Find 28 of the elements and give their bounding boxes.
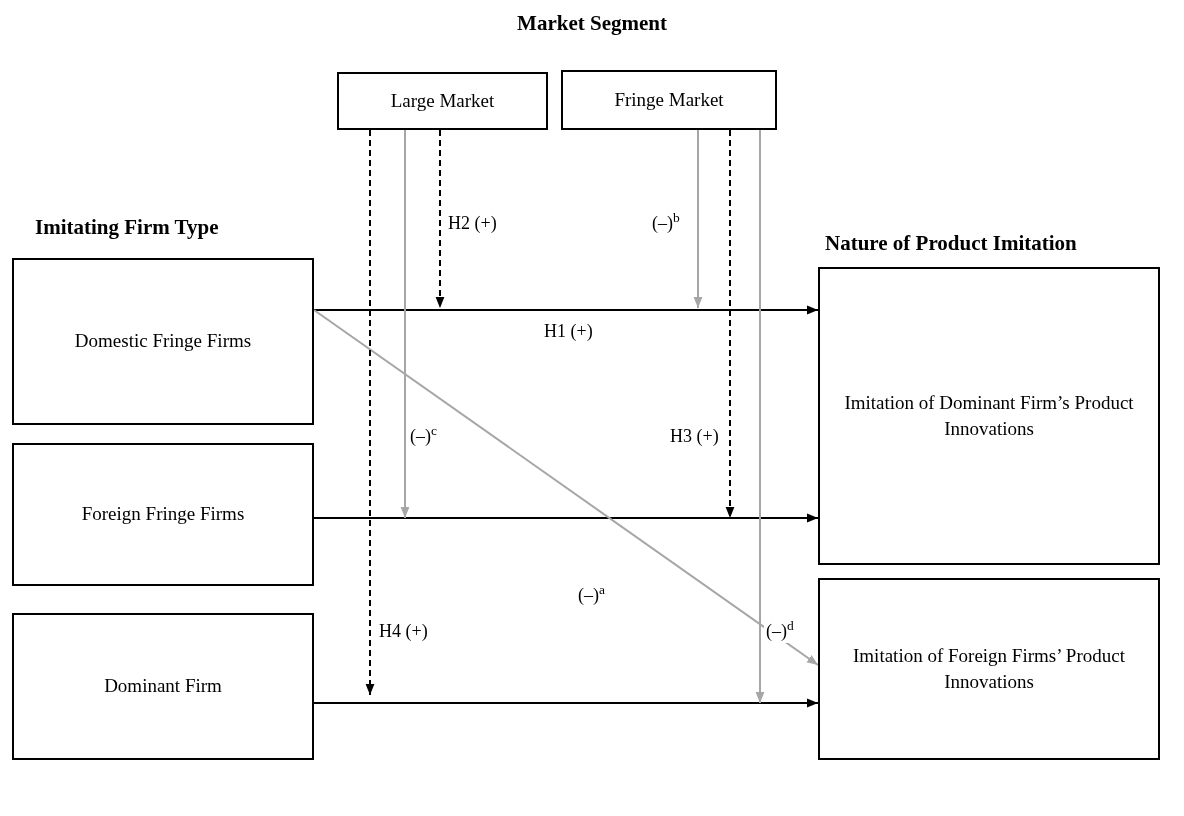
arrow <box>313 309 819 666</box>
arrow <box>313 305 819 315</box>
text-box: Large Market <box>337 72 548 130</box>
edge-label: H2 (+) <box>446 212 499 235</box>
text-box: Imitation of Foreign Firms’ Product Innovations <box>818 578 1160 760</box>
text-box: Domestic Fringe Firms <box>12 258 314 425</box>
arrow <box>365 129 375 696</box>
arrow <box>313 513 819 523</box>
text-box: Foreign Fringe Firms <box>12 443 314 586</box>
arrow <box>313 698 819 708</box>
text-box: Dominant Firm <box>12 613 314 760</box>
arrow <box>725 129 735 519</box>
edge-label: (–)$^{d}$ <box>764 620 796 643</box>
edge-label: (–)$^{c}$ <box>408 425 439 448</box>
text-box: Fringe Market <box>561 70 777 130</box>
edge-label: H4 (+) <box>377 620 430 643</box>
section-heading: Market Segment <box>516 10 668 37</box>
arrow <box>400 129 410 519</box>
edge-label: H3 (+) <box>668 425 721 448</box>
edge-label: (–)$^{b}$ <box>650 212 682 235</box>
text-box: Imitation of Dominant Firm’s Product Innovations <box>818 267 1160 565</box>
edge-label: H1 (+) <box>542 320 595 343</box>
arrow <box>693 129 703 309</box>
section-heading: Imitating Firm Type <box>35 214 219 241</box>
arrow <box>755 129 765 704</box>
edge-label: (–)$^{a}$ <box>576 584 607 607</box>
section-heading: Nature of Product Imitation <box>825 230 1077 257</box>
arrow <box>435 129 445 309</box>
